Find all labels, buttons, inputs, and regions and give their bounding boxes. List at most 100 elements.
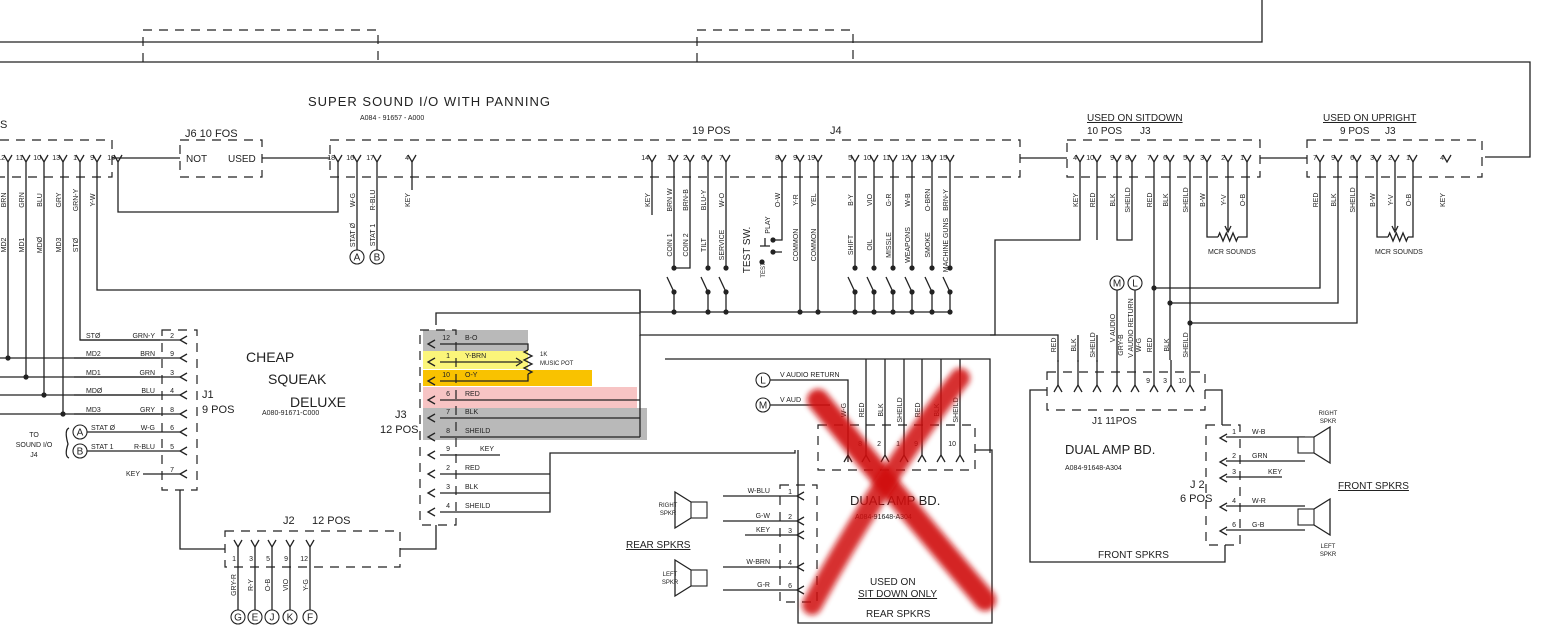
wire bbox=[179, 490, 225, 550]
pin-number: 13 bbox=[52, 155, 60, 162]
wire-color-label: RED bbox=[465, 391, 480, 398]
arrow-icon bbox=[1391, 225, 1399, 234]
pin-number: 10 bbox=[1178, 378, 1186, 385]
right-speaker-label: RIGHT bbox=[1319, 411, 1338, 417]
pin-number: 3 bbox=[788, 528, 792, 535]
wire-color-label: Y-V bbox=[1221, 194, 1228, 205]
right-speaker-label: SPKR bbox=[660, 511, 677, 517]
amp-part-number: A084-91648-A304 bbox=[855, 514, 912, 521]
wire-color-label: RED bbox=[465, 465, 480, 472]
pin-contact-icon bbox=[1127, 154, 1137, 164]
pin-contact-icon bbox=[1242, 154, 1252, 164]
terminal-circle-icon bbox=[264, 609, 280, 625]
wire-color-label: VIO bbox=[283, 578, 290, 591]
test-label: TEST bbox=[761, 262, 767, 278]
wire-color-label: W-BRN bbox=[746, 559, 770, 566]
sitdown-name: J3 bbox=[1140, 126, 1151, 137]
wire-color-label: BLK bbox=[1163, 193, 1170, 207]
junction-dot bbox=[947, 265, 953, 271]
pin-number: 9 bbox=[90, 155, 94, 162]
resistor-icon bbox=[1217, 231, 1239, 243]
wire-color-label: BLK bbox=[1110, 193, 1117, 207]
pin-contact-icon bbox=[372, 154, 382, 164]
wire-color-label: W-G bbox=[1136, 338, 1143, 352]
signal-label: MD2 bbox=[1, 238, 8, 253]
signal-label: MDØ bbox=[37, 236, 44, 253]
pin-number: 9 bbox=[1110, 155, 1114, 162]
junction-dot bbox=[770, 237, 776, 243]
junction-dot bbox=[723, 265, 729, 271]
pin-number: 3 bbox=[1370, 155, 1374, 162]
pin-number: 4 bbox=[1440, 155, 1444, 162]
pin-contact-icon bbox=[1073, 383, 1083, 393]
pin-contact-icon bbox=[1149, 383, 1159, 393]
terminal-label: L bbox=[760, 376, 766, 387]
terminal-label: B bbox=[77, 447, 84, 458]
rear-j2-box bbox=[779, 484, 818, 603]
left-speaker-label: SPKR bbox=[1320, 552, 1337, 558]
pin-number: 1 bbox=[1406, 155, 1410, 162]
junction-dot bbox=[929, 265, 935, 271]
pin-contact-icon bbox=[426, 469, 436, 479]
switch-function-label: SERVICE bbox=[719, 229, 726, 260]
pin-number: 2 bbox=[877, 441, 881, 448]
wire-highlight bbox=[423, 370, 592, 386]
signal-label: STØ bbox=[73, 237, 80, 252]
pin-number: 9 bbox=[446, 446, 450, 453]
wire-highlight bbox=[423, 330, 528, 352]
wire bbox=[440, 343, 529, 382]
pin-contact-icon bbox=[58, 154, 68, 164]
switch-function-label: MISSLE bbox=[886, 232, 893, 258]
pin-number: 6 bbox=[446, 391, 450, 398]
terminal-label: G bbox=[234, 613, 242, 624]
wire-highlight bbox=[423, 408, 647, 440]
pin-number: 13 bbox=[921, 155, 929, 162]
front-j2-box bbox=[1205, 424, 1241, 546]
pin-contact-icon bbox=[1218, 457, 1228, 467]
pin-contact-icon bbox=[936, 453, 946, 463]
wire-color-label: BRN bbox=[1, 193, 8, 208]
pin-contact-icon bbox=[669, 154, 679, 164]
terminal-label: L bbox=[1132, 279, 1138, 290]
wire-color-label: GRY-R bbox=[231, 574, 238, 596]
wire-color-label: Y-R bbox=[793, 194, 800, 205]
crossed-out-mark bbox=[802, 368, 996, 615]
wire-color-label: B-W bbox=[1200, 193, 1207, 207]
j6-not-label: NOT bbox=[186, 154, 207, 165]
pin-number: 7 bbox=[446, 409, 450, 416]
wire-color-label: SHEILD bbox=[1350, 187, 1357, 212]
pin-contact-icon bbox=[178, 390, 188, 400]
signal-label: STAT Ø bbox=[350, 222, 357, 247]
junction-dot bbox=[705, 265, 711, 271]
pin-number: 6 bbox=[1232, 522, 1236, 529]
pin-contact-icon bbox=[1390, 154, 1400, 164]
wire-color-label: O-Y bbox=[465, 372, 478, 379]
pin-contact-icon bbox=[1223, 154, 1233, 164]
signal-label: STØ bbox=[86, 333, 101, 340]
wire-color-label: BLK bbox=[1071, 338, 1078, 352]
right-speaker-label: RIGHT bbox=[659, 503, 678, 509]
wire bbox=[79, 162, 160, 341]
pin-contact-icon bbox=[869, 154, 879, 164]
wire-color-label: BLU bbox=[141, 388, 155, 395]
pin-number: 2 bbox=[1232, 453, 1236, 460]
signal-label: MDØ bbox=[86, 388, 103, 395]
wire bbox=[665, 358, 991, 453]
pin-contact-icon bbox=[1165, 154, 1175, 164]
pin-contact-icon bbox=[917, 453, 927, 463]
speaker-cone-icon bbox=[674, 558, 692, 598]
front-j2-name: J 2 bbox=[1190, 479, 1205, 491]
wire bbox=[400, 525, 437, 550]
audio-label: V AUD bbox=[780, 397, 801, 404]
pin-contact-icon bbox=[1218, 502, 1228, 512]
switch-function-label: TILT bbox=[701, 237, 708, 252]
wire-color-label: GRN bbox=[139, 370, 155, 377]
wire-color-label: BRN W bbox=[667, 188, 674, 212]
wire-color-label: G-R bbox=[757, 582, 770, 589]
wire-color-label: GRY-B bbox=[1118, 334, 1125, 356]
pin-number: 8 bbox=[1125, 155, 1129, 162]
pin-contact-icon bbox=[178, 446, 188, 456]
wire bbox=[1206, 162, 1248, 238]
junction-dot bbox=[1151, 285, 1157, 291]
